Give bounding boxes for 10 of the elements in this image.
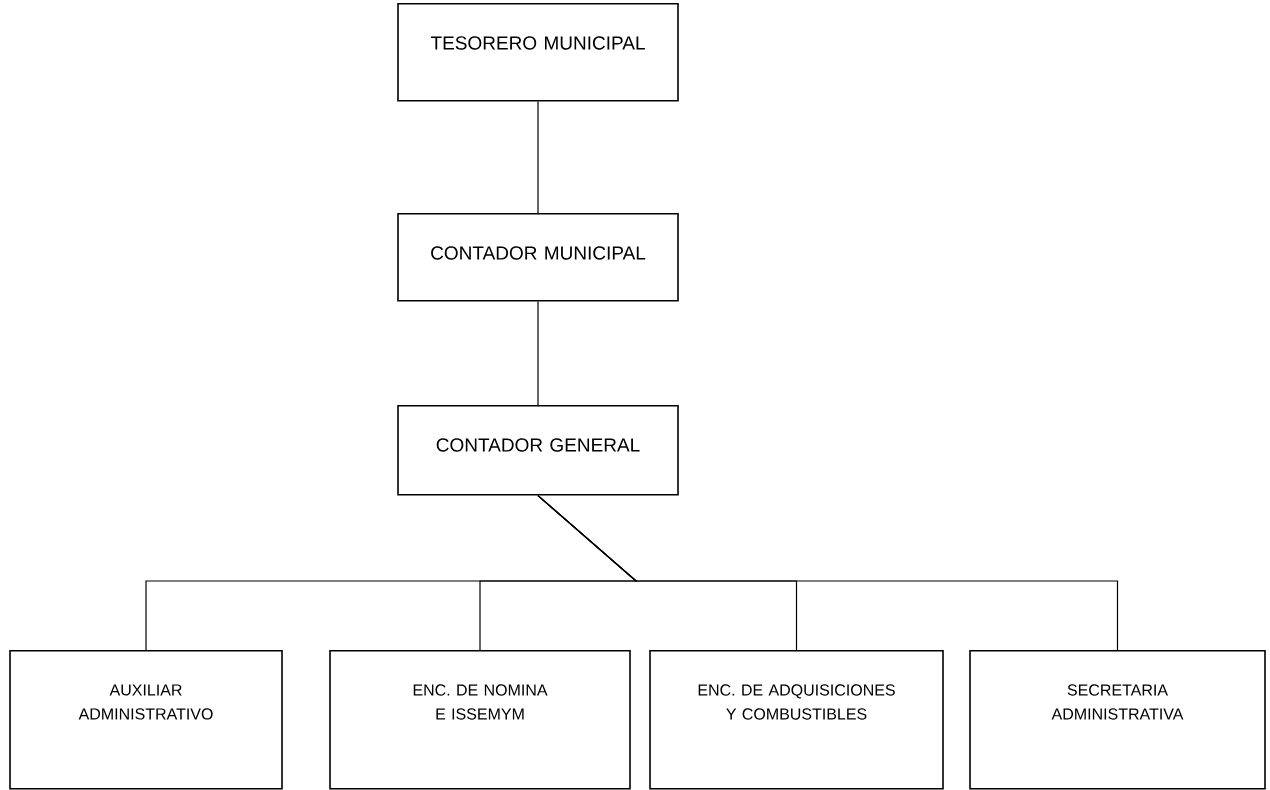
connector-line bbox=[537, 301, 539, 406]
org-box: TESORERO MUNICIPAL bbox=[397, 3, 679, 102]
connector-line bbox=[537, 101, 539, 214]
org-box: SECRETARIA ADMINISTRATIVA bbox=[969, 650, 1266, 790]
org-box: AUXILIAR ADMINISTRATIVO bbox=[9, 650, 283, 790]
org-box: ENC. DE ADQUISICIONES Y COMBUSTIBLES bbox=[649, 650, 944, 790]
org-box: CONTADOR GENERAL bbox=[397, 405, 679, 496]
connector-line bbox=[537, 495, 1119, 651]
org-box: CONTADOR MUNICIPAL bbox=[397, 213, 679, 302]
org-box: ENC. DE NOMINA E ISSEMYM bbox=[329, 650, 631, 790]
